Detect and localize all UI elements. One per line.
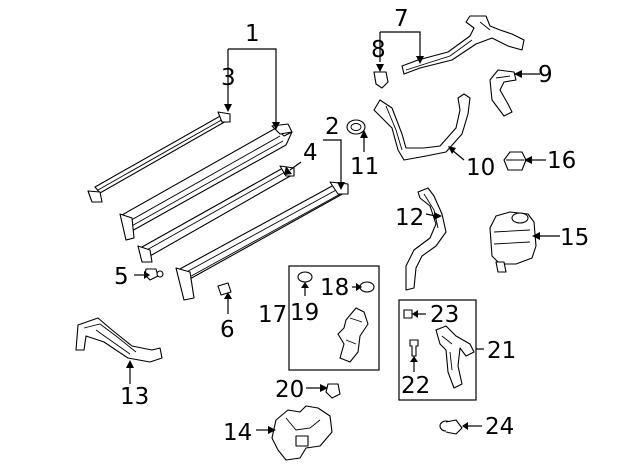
callout-4: 4: [303, 140, 318, 166]
callout-18: 18: [320, 275, 349, 301]
part-3-bracket[interactable]: [87, 111, 231, 203]
callout-10: 10: [466, 155, 495, 181]
part-5-clip[interactable]: [134, 268, 164, 281]
callout-labels: 1 2 3 4 5 6 7 8 9 10 11 12 13 14 15 16 1…: [114, 6, 589, 446]
callout-6: 6: [220, 317, 235, 343]
callout-19: 19: [290, 300, 319, 326]
part-7-tube[interactable]: [376, 15, 525, 75]
callout-5: 5: [114, 264, 129, 290]
part-20-clamp[interactable]: [306, 383, 341, 399]
callout-11: 11: [350, 154, 379, 180]
part-6-fastener[interactable]: [217, 282, 232, 314]
part-15-reservoir[interactable]: [489, 211, 560, 273]
part-16-cap[interactable]: [503, 151, 546, 171]
callout-20: 20: [275, 377, 304, 403]
part-17-fitting[interactable]: [337, 307, 369, 363]
part-18-oring[interactable]: [352, 281, 375, 293]
callout-3: 3: [221, 65, 236, 91]
part-22-bolt[interactable]: [409, 339, 419, 372]
part-2-cooler[interactable]: [175, 181, 349, 301]
callout-2: 2: [325, 114, 340, 140]
kit-21-box: [398, 299, 477, 401]
callout-16: 16: [547, 148, 576, 174]
callout-8: 8: [371, 37, 386, 63]
callout-17: 17: [258, 302, 287, 328]
callout-9: 9: [538, 62, 553, 88]
leaders-1-4: [224, 48, 345, 190]
callout-22: 22: [401, 373, 430, 399]
part-9-hose[interactable]: [489, 69, 540, 117]
part-13-hose[interactable]: [75, 317, 163, 384]
part-21-bracket[interactable]: [435, 325, 475, 389]
part-24-clamp[interactable]: [439, 419, 482, 435]
kit-17-box: [288, 265, 380, 371]
part-11-clamp[interactable]: [346, 119, 368, 152]
callout-14: 14: [223, 420, 252, 446]
callout-24: 24: [485, 414, 514, 440]
callout-12: 12: [395, 205, 424, 231]
callout-7: 7: [394, 6, 409, 32]
part-8-clip[interactable]: [373, 71, 389, 89]
part-10-hose[interactable]: [373, 93, 471, 161]
part-14-valve[interactable]: [256, 405, 333, 461]
part-19-cap[interactable]: [297, 271, 313, 296]
callout-13: 13: [120, 384, 149, 410]
callout-23: 23: [430, 302, 459, 328]
callout-15: 15: [560, 225, 589, 251]
callout-1: 1: [245, 21, 260, 47]
part-12-hose[interactable]: [405, 187, 447, 291]
callout-21: 21: [487, 338, 516, 364]
part-23-clip[interactable]: [403, 309, 426, 319]
